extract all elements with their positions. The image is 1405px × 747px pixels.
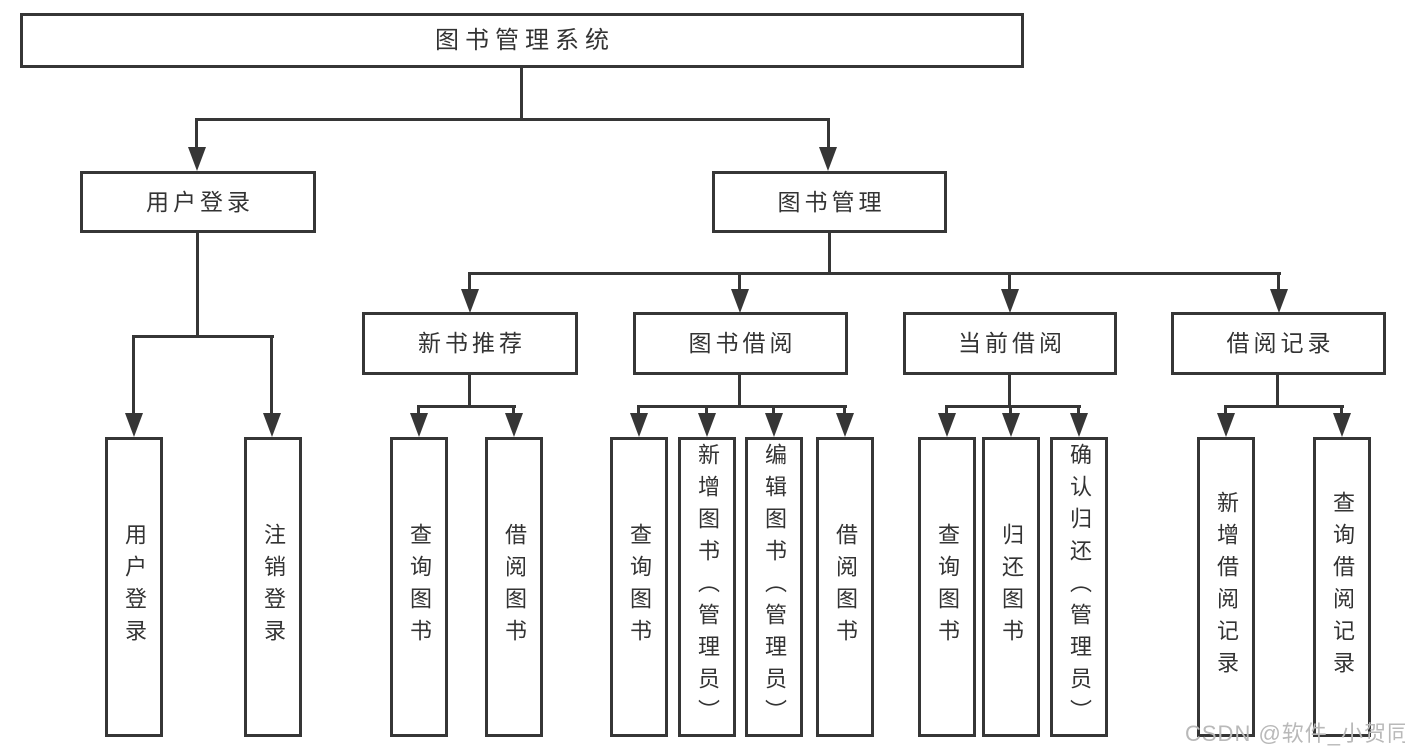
node-label: 查询图书	[935, 523, 960, 651]
leaf-query-books-recommend: 查询图书	[390, 437, 448, 737]
node-label: 用户登录	[146, 188, 254, 215]
leaf-logout: 注销登录	[244, 437, 302, 737]
node-label: 用户登录	[122, 523, 147, 651]
connector-line	[1340, 405, 1343, 413]
leaf-add-book-admin: 新增图书（管理员）	[678, 437, 736, 737]
arrow-down-icon	[1270, 289, 1288, 313]
node-label: 查询图书	[627, 523, 652, 651]
connector-line	[1276, 375, 1279, 405]
arrow-down-icon	[505, 413, 523, 437]
leaf-add-borrow-record: 新增借阅记录	[1197, 437, 1255, 737]
arrow-down-icon	[938, 413, 956, 437]
connector-line	[195, 118, 830, 121]
node-label: 归还图书	[999, 523, 1024, 651]
connector-line	[1277, 272, 1280, 289]
connector-line	[132, 335, 135, 413]
node-label: 编辑图书（管理员）	[762, 443, 787, 731]
node-label: 图书管理系统	[435, 26, 615, 54]
arrow-down-icon	[188, 147, 206, 171]
arrow-down-icon	[1070, 413, 1088, 437]
connector-line	[468, 272, 471, 289]
leaf-borrow-books-borrowing: 借阅图书	[816, 437, 874, 737]
arrow-down-icon	[410, 413, 428, 437]
arrow-down-icon	[461, 289, 479, 313]
node-new-book-recommend: 新书推荐	[362, 312, 578, 375]
connector-line	[468, 375, 471, 405]
arrow-down-icon	[1002, 413, 1020, 437]
connector-line	[772, 405, 775, 413]
leaf-query-borrow-record: 查询借阅记录	[1313, 437, 1371, 737]
connector-line	[196, 233, 199, 335]
arrow-down-icon	[125, 413, 143, 437]
node-label: 新增图书（管理员）	[695, 443, 720, 731]
arrow-down-icon	[630, 413, 648, 437]
leaf-borrow-books-recommend: 借阅图书	[485, 437, 543, 737]
node-label: 确认归还（管理员）	[1067, 443, 1092, 731]
connector-line	[195, 118, 198, 147]
node-book-management: 图书管理	[712, 171, 947, 233]
connector-line	[637, 405, 640, 413]
node-label: 借阅记录	[1226, 330, 1335, 356]
arrow-down-icon	[836, 413, 854, 437]
connector-line	[417, 405, 420, 413]
connector-line	[1224, 405, 1227, 413]
arrow-down-icon	[765, 413, 783, 437]
connector-line	[132, 335, 274, 338]
arrow-down-icon	[1217, 413, 1235, 437]
arrow-down-icon	[698, 413, 716, 437]
node-label: 查询借阅记录	[1330, 491, 1355, 683]
connector-line	[945, 405, 948, 413]
node-current-borrowing: 当前借阅	[903, 312, 1117, 375]
node-root-library-system: 图书管理系统	[20, 13, 1024, 68]
node-user-login: 用户登录	[80, 171, 316, 233]
connector-line	[945, 405, 1081, 408]
connector-line	[843, 405, 846, 413]
node-book-borrowing: 图书借阅	[633, 312, 848, 375]
csdn-watermark: CSDN @软件_小贺同学	[1185, 721, 1405, 746]
leaf-user-login: 用户登录	[105, 437, 163, 737]
arrow-down-icon	[819, 147, 837, 171]
connector-line	[827, 118, 830, 147]
connector-line	[1008, 375, 1011, 405]
arrow-down-icon	[263, 413, 281, 437]
connector-line	[1008, 272, 1011, 289]
node-label: 借阅图书	[502, 523, 527, 651]
arrow-down-icon	[1001, 289, 1019, 313]
node-label: 借阅图书	[833, 523, 858, 651]
leaf-query-books-current: 查询图书	[918, 437, 976, 737]
node-label: 图书借阅	[688, 330, 797, 356]
connector-line	[468, 272, 1281, 275]
arrow-down-icon	[1333, 413, 1351, 437]
connector-line	[705, 405, 708, 413]
connector-line	[828, 233, 831, 272]
connector-line	[270, 335, 273, 413]
node-label: 当前借阅	[958, 330, 1066, 356]
arrow-down-icon	[731, 289, 749, 313]
connector-line	[1009, 405, 1012, 413]
node-label: 新书推荐	[418, 330, 526, 356]
node-label: 图书管理	[777, 188, 886, 215]
connector-line	[520, 68, 523, 118]
connector-line	[1077, 405, 1080, 413]
leaf-query-books-borrowing: 查询图书	[610, 437, 668, 737]
node-label: 新增借阅记录	[1214, 491, 1239, 683]
connector-line	[1224, 405, 1344, 408]
connector-line	[417, 405, 516, 408]
connector-line	[637, 405, 847, 408]
leaf-confirm-return-admin: 确认归还（管理员）	[1050, 437, 1108, 737]
connector-line	[738, 272, 741, 289]
node-borrowing-records: 借阅记录	[1171, 312, 1386, 375]
node-label: 注销登录	[261, 523, 286, 651]
connector-line	[512, 405, 515, 413]
leaf-return-book: 归还图书	[982, 437, 1040, 737]
leaf-edit-book-admin: 编辑图书（管理员）	[745, 437, 803, 737]
node-label: 查询图书	[407, 523, 432, 651]
connector-line	[738, 375, 741, 405]
